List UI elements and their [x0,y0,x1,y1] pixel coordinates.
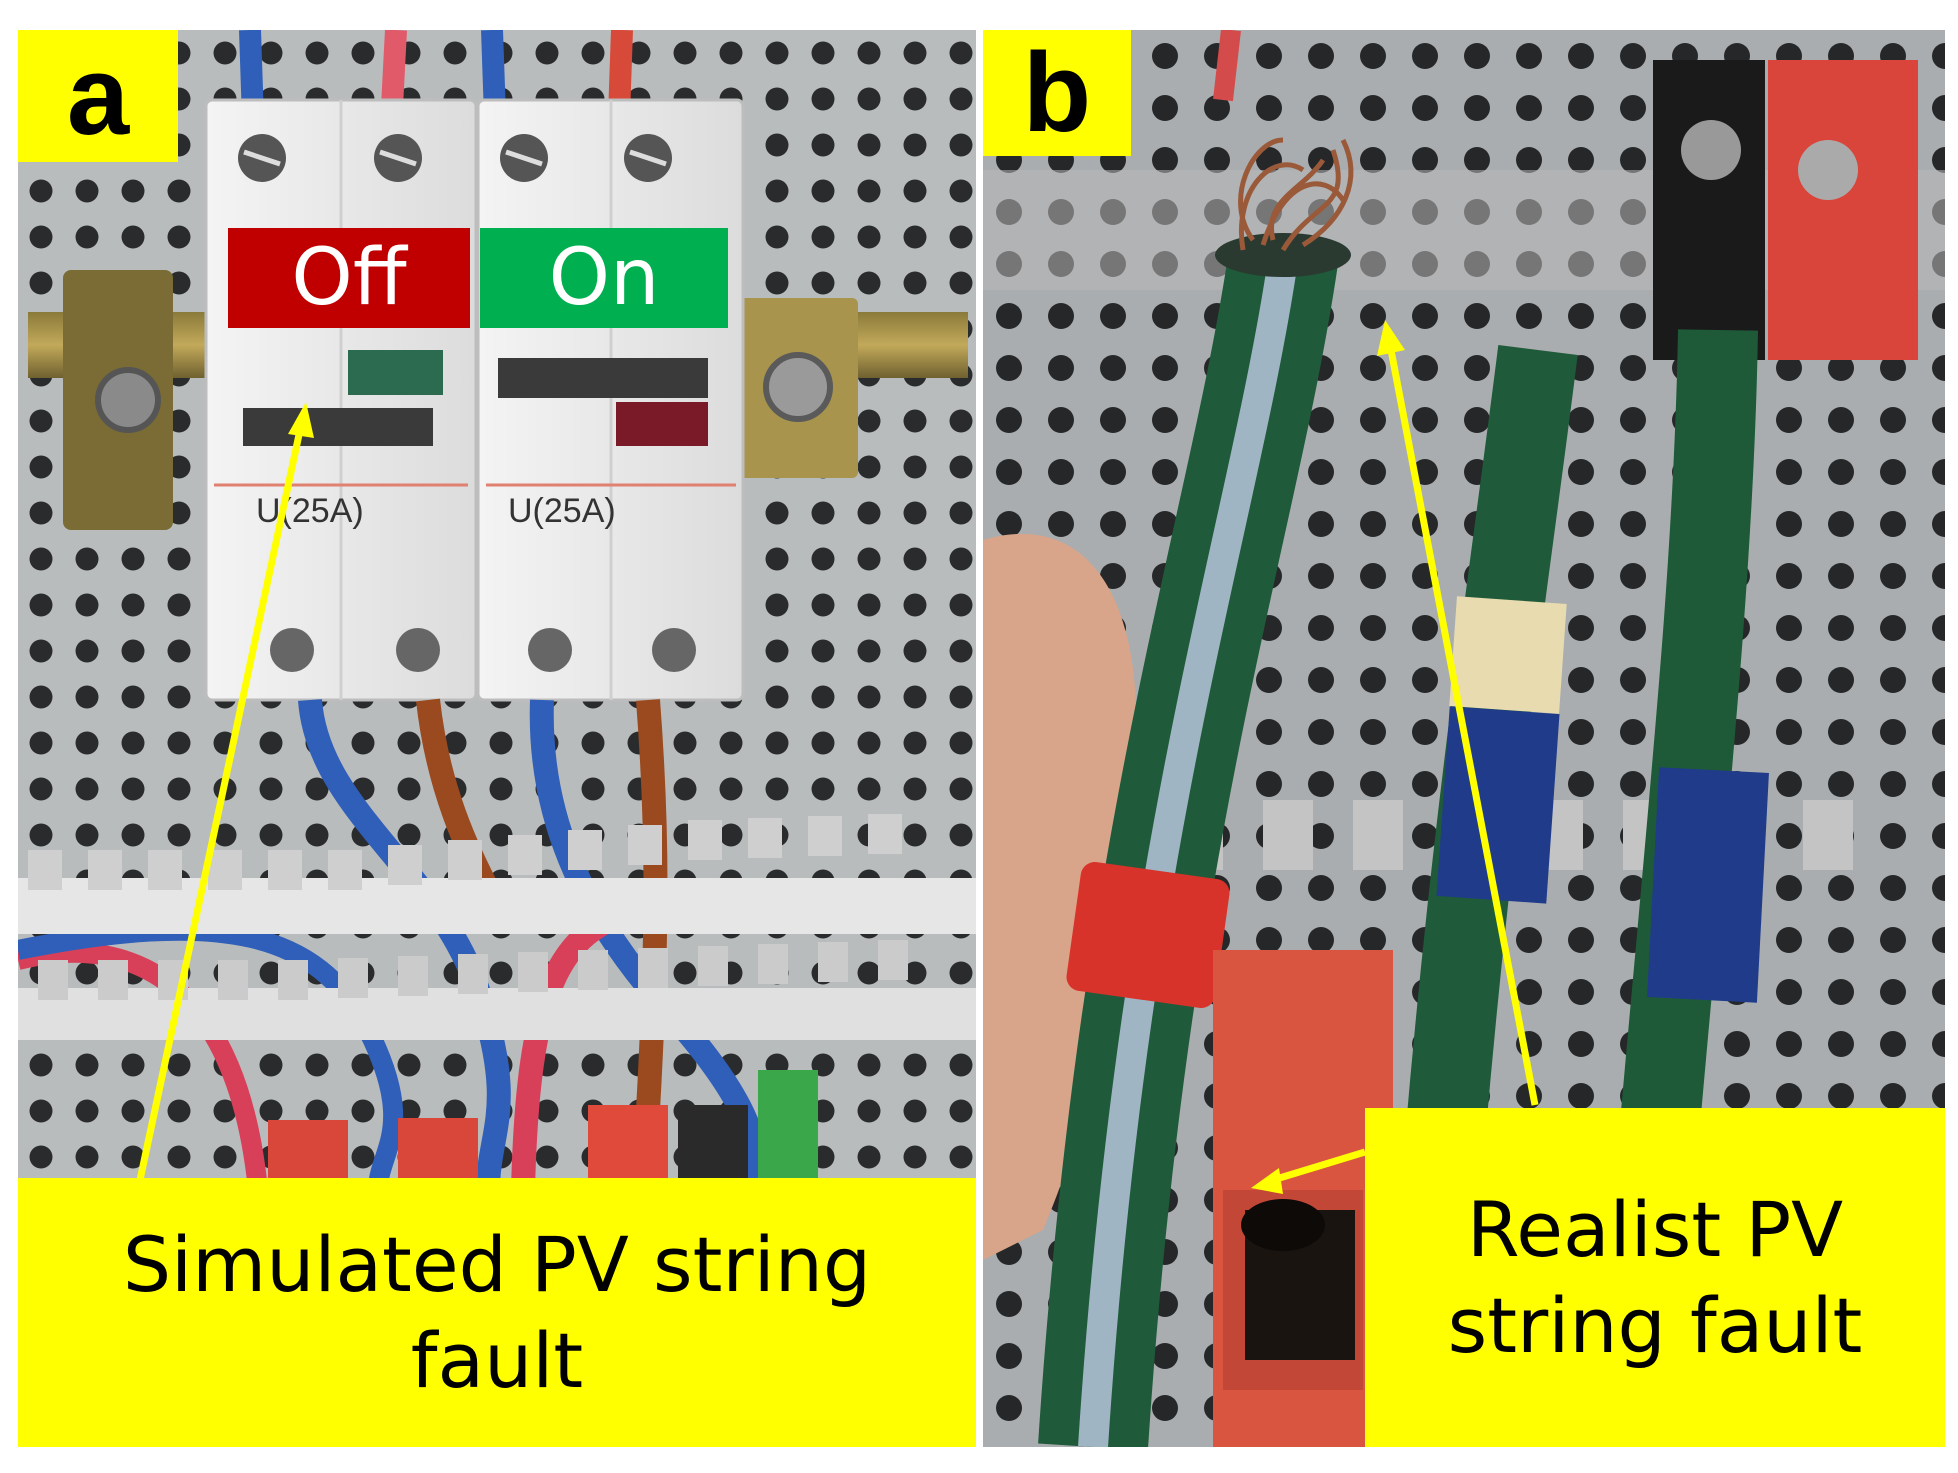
tape-blue [1647,767,1769,1003]
terminal-block-red [1768,60,1918,360]
terminal-block [268,1120,348,1180]
panel-b: b Realist PV string fault [983,30,1945,1447]
pointer-arrowhead [1377,320,1405,356]
pointer-arrowhead [1251,1168,1283,1194]
terminal-block [398,1118,478,1180]
wire-red [1213,30,1241,102]
finger [983,533,1137,1260]
svg-text:U(25A): U(25A) [256,492,364,530]
cable-duct-teeth [1173,800,1853,870]
terminal-block [678,1105,748,1180]
circuit-breaker-off: U(25A) [204,98,478,702]
red-sleeve [1066,862,1230,1008]
on-label: On [480,228,728,328]
tape-blue [1436,706,1560,904]
circuit-breaker-on: U(25A) [476,98,745,702]
off-label: Off [228,228,470,328]
terminal-block [588,1105,668,1180]
bolt [95,367,161,433]
burnt-connector [1213,950,1393,1447]
svg-text:U(25A): U(25A) [508,492,616,530]
panel-label-b: b [983,30,1131,156]
pointer-line-cable [1387,349,1539,1106]
pointer-line-connector [1271,1148,1367,1184]
tape-white [1449,596,1567,714]
terminal-block [758,1070,818,1180]
bolt [763,352,833,422]
terminal-block-black [1653,60,1765,360]
panel-label-a: a [18,30,178,162]
panel-b-photo [983,30,1945,1447]
caption-simulated-fault: Simulated PV string fault [18,1178,976,1447]
pointer-line [136,429,304,1181]
cable-duct-upper [18,814,976,934]
caption-realist-fault: Realist PV string fault [1365,1108,1945,1447]
panel-a: U(25A) U(25A) [18,30,976,1447]
cable-stripe [1078,257,1298,1447]
pointer-arrowhead [288,402,314,438]
exposed-copper-strands [1238,137,1354,252]
